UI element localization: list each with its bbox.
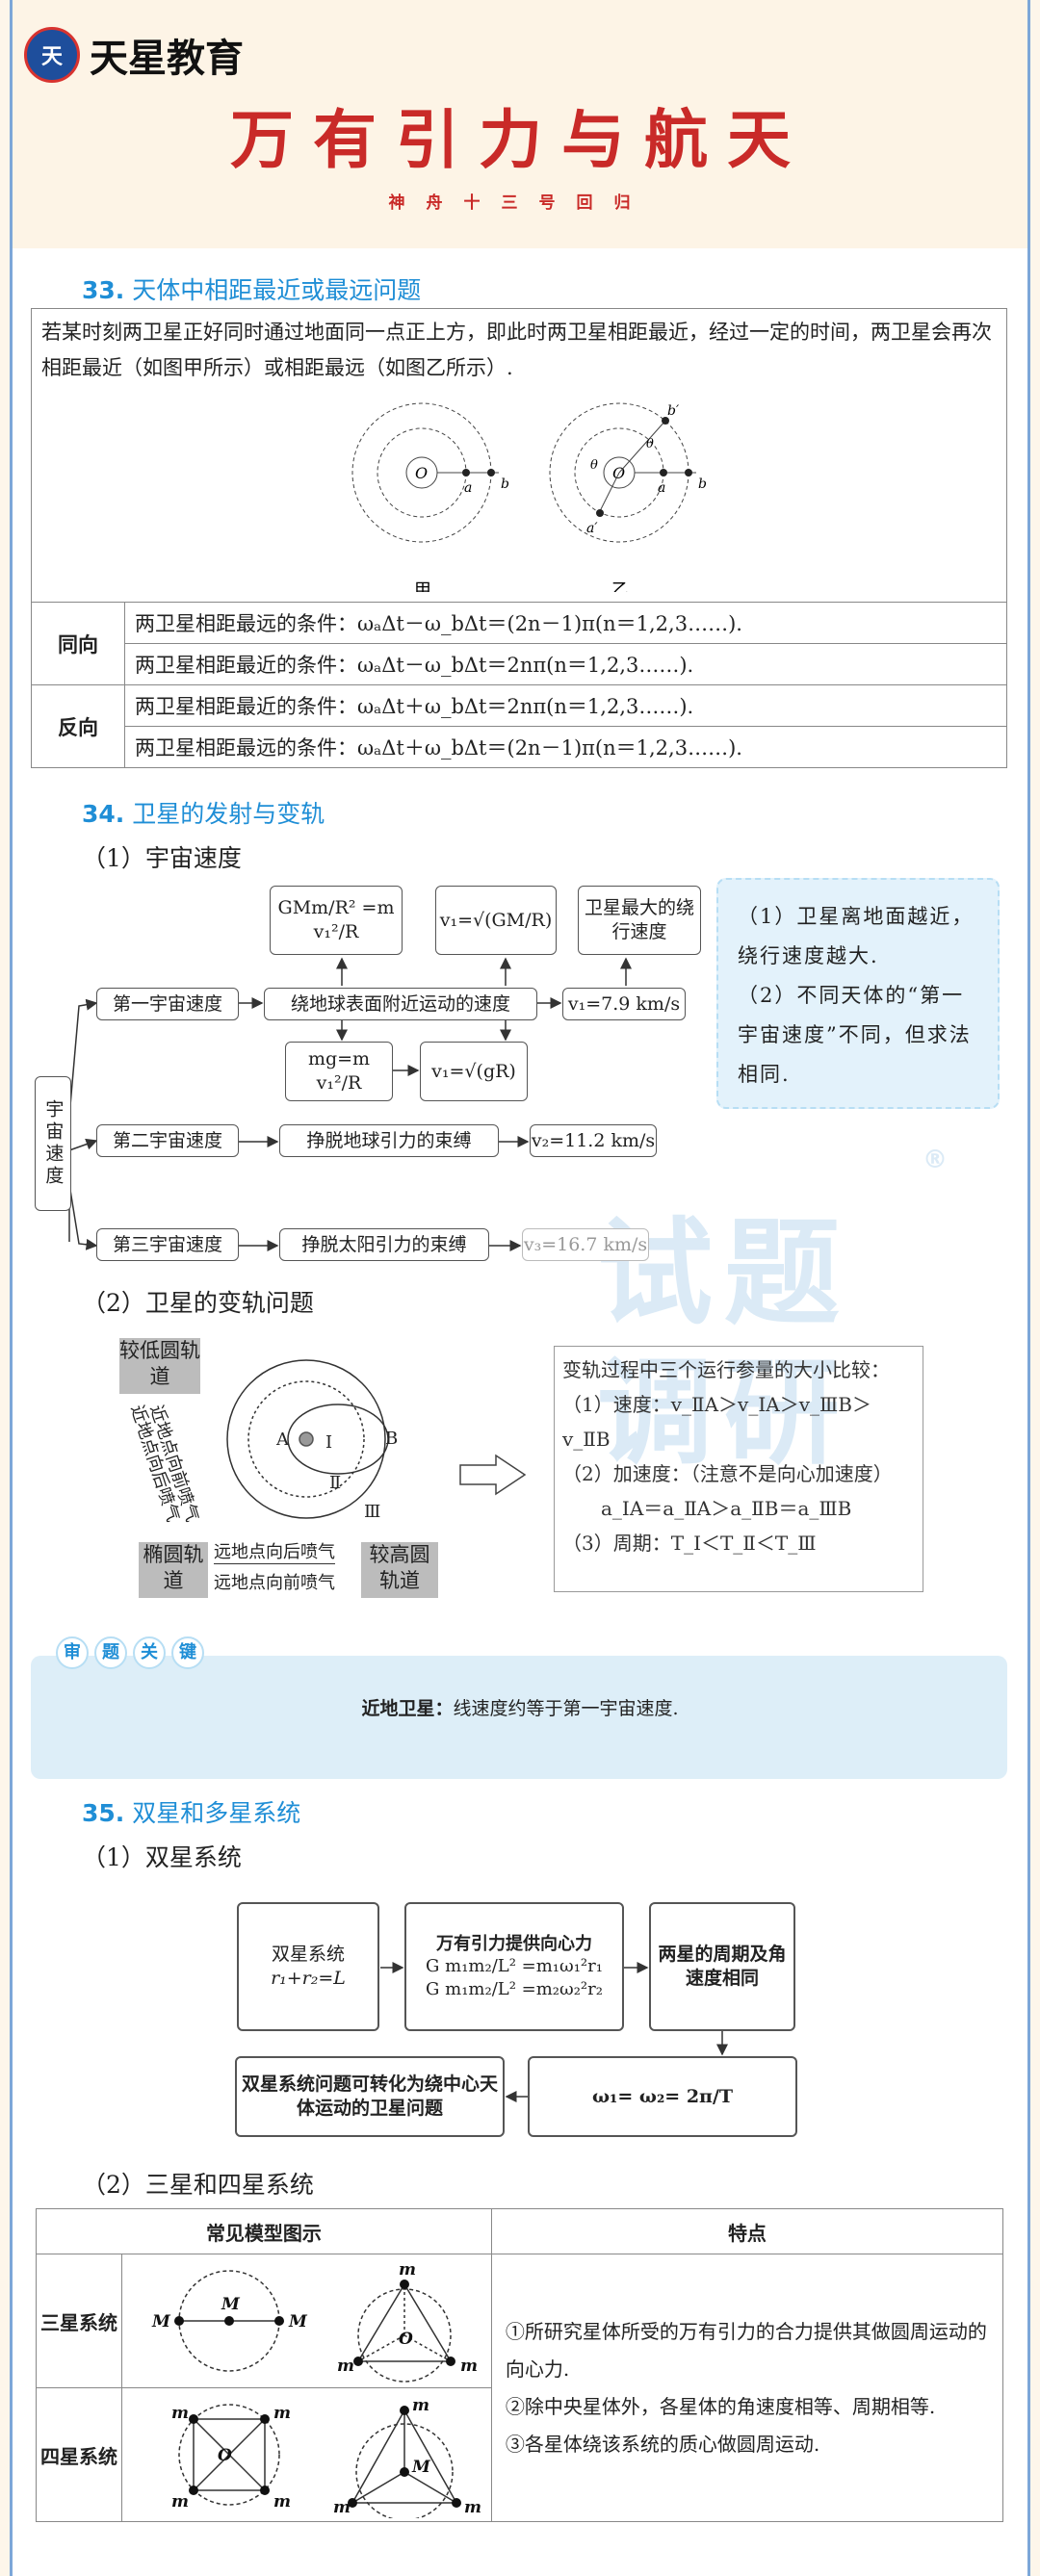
svg-text:m: m xyxy=(460,2357,478,2376)
arrow-far-front: 远地点向前喷气 xyxy=(214,1573,335,1593)
col-features: 特点 xyxy=(490,2208,1004,2254)
v3-value: v₃=16.7 km/s xyxy=(522,1228,649,1261)
logo: 天 天星教育 xyxy=(24,27,244,83)
low-orbit-label: 较低圆轨道 xyxy=(119,1338,200,1394)
orbit-1-label: Ⅰ xyxy=(325,1432,332,1453)
svg-text:m: m xyxy=(171,2492,189,2512)
svg-text:a′: a′ xyxy=(586,521,598,536)
section-33-heading: 33. 天体中相距最近或最远问题 xyxy=(82,276,422,304)
row-opposite-direction: 反向 xyxy=(31,684,125,768)
orbit-2-label: Ⅱ xyxy=(329,1473,341,1493)
figure-jia: O a b 甲 xyxy=(351,402,509,592)
v1-value: v₁=7.9 km/s xyxy=(562,988,686,1020)
eq-mg-box: mg=m v₁²/R xyxy=(285,1042,393,1101)
binary-subheading: （1）双星系统 xyxy=(82,1843,242,1871)
svg-text:M: M xyxy=(151,2312,171,2331)
svg-text:m: m xyxy=(399,2260,416,2280)
svg-text:b: b xyxy=(501,477,509,492)
escape-sun: 挣脱太阳引力的束缚 xyxy=(279,1228,489,1261)
eq-v1-gr-box: v₁=√(gR) xyxy=(420,1042,528,1101)
svg-text:甲: 甲 xyxy=(414,580,431,592)
svg-text:乙: 乙 xyxy=(611,580,629,592)
svg-text:b: b xyxy=(698,477,707,492)
same-period-box: 两星的周期及角速度相同 xyxy=(649,1902,795,2031)
svg-text:O: O xyxy=(218,2446,232,2465)
svg-text:m: m xyxy=(464,2498,481,2517)
point-b: B xyxy=(385,1429,398,1449)
svg-text:M: M xyxy=(288,2312,308,2331)
three-star-label: 三星系统 xyxy=(36,2254,122,2388)
convert-problem-box: 双星系统问题可转化为绕中心天体运动的卫星问题 xyxy=(235,2056,505,2137)
svg-text:M: M xyxy=(411,2458,431,2477)
svg-text:m: m xyxy=(273,2492,291,2512)
speed-note-box: （1）卫星离地面越近，绕行速度越大. （2）不同天体的“第一宇宙速度”不同，但求… xyxy=(716,878,1000,1109)
key-point-bar xyxy=(31,1656,1007,1779)
svg-text:m: m xyxy=(273,2404,291,2423)
orbit-3-label: Ⅲ xyxy=(364,1502,380,1522)
third-cosmic-speed: 第三宇宙速度 xyxy=(96,1228,239,1261)
section-35-heading: 35. 双星和多星系统 xyxy=(82,1799,301,1827)
key-point-tag: 审 题 关 键 xyxy=(56,1636,204,1669)
section-34-heading: 34. 卫星的发射与变轨 xyxy=(82,800,325,828)
watermark-text-2: 调研 xyxy=(597,1347,851,1481)
svg-text:m: m xyxy=(333,2498,351,2517)
label-o: O xyxy=(415,464,428,482)
same-far-condition: 两卫星相距最远的条件：ωₐΔt－ω_bΔt＝(2n－1)π(n＝1,2,3……)… xyxy=(124,602,1007,644)
row-same-direction: 同向 xyxy=(31,602,125,685)
opposite-far-condition: 两卫星相距最远的条件：ωₐΔt＋ω_bΔt＝(2n－1)π(n＝1,2,3……)… xyxy=(124,726,1007,768)
eq-gravity-box: GMm/R² =m v₁²/R xyxy=(270,886,403,955)
point-a: A xyxy=(275,1430,290,1450)
gravity-centripetal-box: 万有引力提供向心力 G m₁m₂/L² =m₁ω₁²r₁ G m₁m₂/L² =… xyxy=(404,1902,624,2031)
header-banner xyxy=(13,0,1027,248)
orbit-comparison-box: 变轨过程中三个运行参量的大小比较： （1）速度：v_ⅡA＞v_ⅠA＞v_ⅢB＞v… xyxy=(554,1346,923,1592)
multi-star-table: 常见模型图示 特点 三星系统 xyxy=(36,2208,1004,2522)
col-model: 常见模型图示 xyxy=(36,2208,492,2254)
svg-text:a: a xyxy=(658,480,665,496)
logo-text: 天星教育 xyxy=(90,37,244,81)
svg-text:O: O xyxy=(399,2330,413,2349)
svg-text:b′: b′ xyxy=(667,403,680,419)
second-cosmic-speed: 第二宇宙速度 xyxy=(96,1124,239,1157)
v2-value: v₂=11.2 km/s xyxy=(530,1124,657,1157)
page-subtitle: 神舟十三号回归 xyxy=(388,193,652,213)
escape-earth: 挣脱地球引力的束缚 xyxy=(279,1124,499,1157)
orbit-figures: O a b 甲 O xyxy=(351,402,707,592)
section-33-table: 若某时刻两卫星正好同时通过地面同一点正上方，即此时两卫星相距最近，经过一定的时间… xyxy=(31,308,1007,768)
svg-text:m: m xyxy=(171,2404,189,2423)
section-33-intro: 若某时刻两卫星正好同时通过地面同一点正上方，即此时两卫星相距最近，经过一定的时间… xyxy=(31,308,1007,603)
four-star-label: 四星系统 xyxy=(36,2387,122,2522)
svg-text:θ: θ xyxy=(646,437,654,451)
eq-v1-gm-box: v₁=√(GM/R) xyxy=(435,886,557,955)
three-star-diagrams: M M M m m m O xyxy=(121,2254,492,2388)
four-star-diagrams: m m m m O M m m m xyxy=(121,2387,492,2522)
near-orbit-speed: 绕地球表面附近运动的速度 xyxy=(264,988,537,1020)
key-point-text: 近地卫星：线速度约等于第一宇宙速度. xyxy=(361,1698,679,1719)
page-title: 万有引力与航天 xyxy=(230,103,810,177)
binary-system-box: 双星系统 r₁+r₂=L xyxy=(237,1902,379,2031)
svg-text:θ: θ xyxy=(590,458,598,473)
watermark-mark: ® xyxy=(923,1146,948,1174)
multi-star-subheading: （2）三星和四星系统 xyxy=(82,2171,314,2199)
high-orbit-label: 较高圆轨道 xyxy=(361,1542,438,1598)
svg-text:M: M xyxy=(221,2295,241,2314)
arrow-near-group: 近地点向后喷气 近地点向前喷气 xyxy=(126,1403,202,1524)
cosmic-speed-root: 宇宙速度 xyxy=(35,1076,71,1211)
cosmic-speed-subheading: （1）宇宙速度 xyxy=(82,844,242,872)
max-speed-box: 卫星最大的绕行速度 xyxy=(578,886,701,955)
omega-equation-box: ω₁= ω₂= 2π/T xyxy=(528,2056,797,2137)
svg-text:m: m xyxy=(412,2396,429,2415)
figure-yi: O b′ a′ θ θ a b 乙 xyxy=(549,402,707,592)
features-cell: ①所研究星体所受的万有引力的合力提供其做圆周运动的向心力. ②除中央星体外，各星… xyxy=(490,2254,1004,2522)
arrow-far-back: 远地点向后喷气 xyxy=(214,1538,335,1564)
orbit-change-subheading: （2）卫星的变轨问题 xyxy=(82,1289,314,1317)
svg-text:a: a xyxy=(464,480,472,496)
first-cosmic-speed: 第一宇宙速度 xyxy=(96,988,239,1020)
logo-icon: 天 xyxy=(24,27,80,83)
ellipse-orbit-label: 椭圆轨道 xyxy=(139,1542,208,1598)
same-near-condition: 两卫星相距最近的条件：ωₐΔt－ω_bΔt＝2nπ(n＝1,2,3……). xyxy=(124,643,1007,685)
svg-text:m: m xyxy=(337,2357,354,2376)
